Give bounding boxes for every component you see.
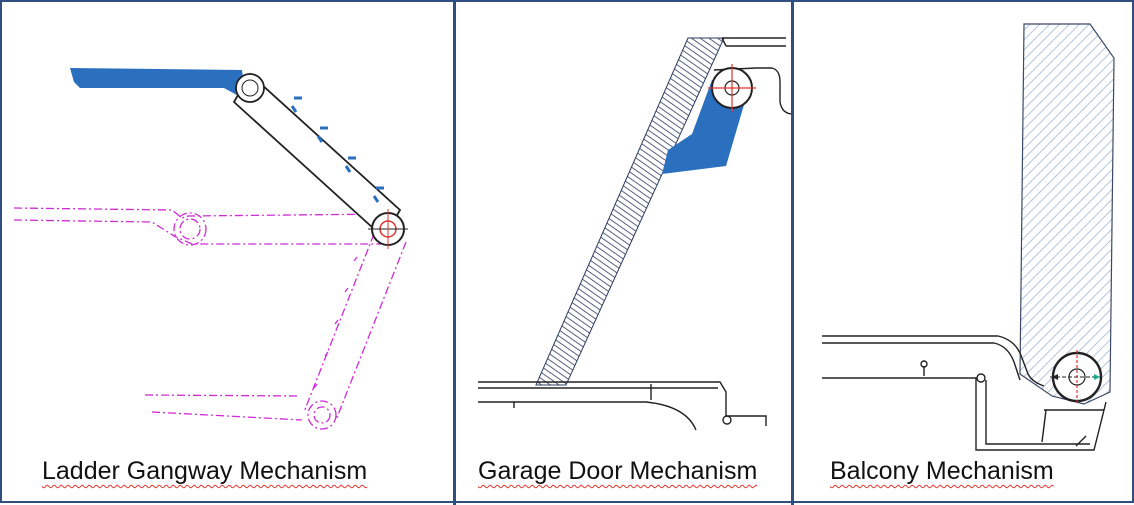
panel-ladder-gangway: Ladder Gangway Mechanism — [2, 2, 455, 505]
balcony-pivot-wheel — [1050, 350, 1104, 404]
balcony-deck — [822, 335, 1107, 451]
balcony-panel — [1019, 23, 1115, 405]
panel-divider-1 — [453, 2, 456, 505]
panel-garage-door: Garage Door Mechanism — [456, 2, 793, 505]
caption-ladder-gangway: Ladder Gangway Mechanism — [42, 457, 368, 485]
garage-pivot-wheel — [708, 64, 756, 112]
garage-door-drawing — [478, 37, 793, 431]
caption-garage-door: Garage Door Mechanism — [478, 457, 758, 485]
ladder-gangway-drawing — [13, 68, 409, 430]
gangway-top-platform — [70, 68, 246, 100]
balcony-drawing — [822, 23, 1115, 451]
garage-door-leaf — [535, 37, 725, 386]
ghost-lower-positions — [13, 207, 407, 430]
ladder-arm — [232, 72, 402, 240]
panel-divider-2 — [791, 2, 794, 505]
caption-balcony: Balcony Mechanism — [830, 457, 1054, 485]
garage-top-housing — [721, 37, 793, 115]
panel-balcony: Balcony Mechanism — [794, 2, 1134, 505]
garage-floor-chassis — [478, 381, 767, 431]
